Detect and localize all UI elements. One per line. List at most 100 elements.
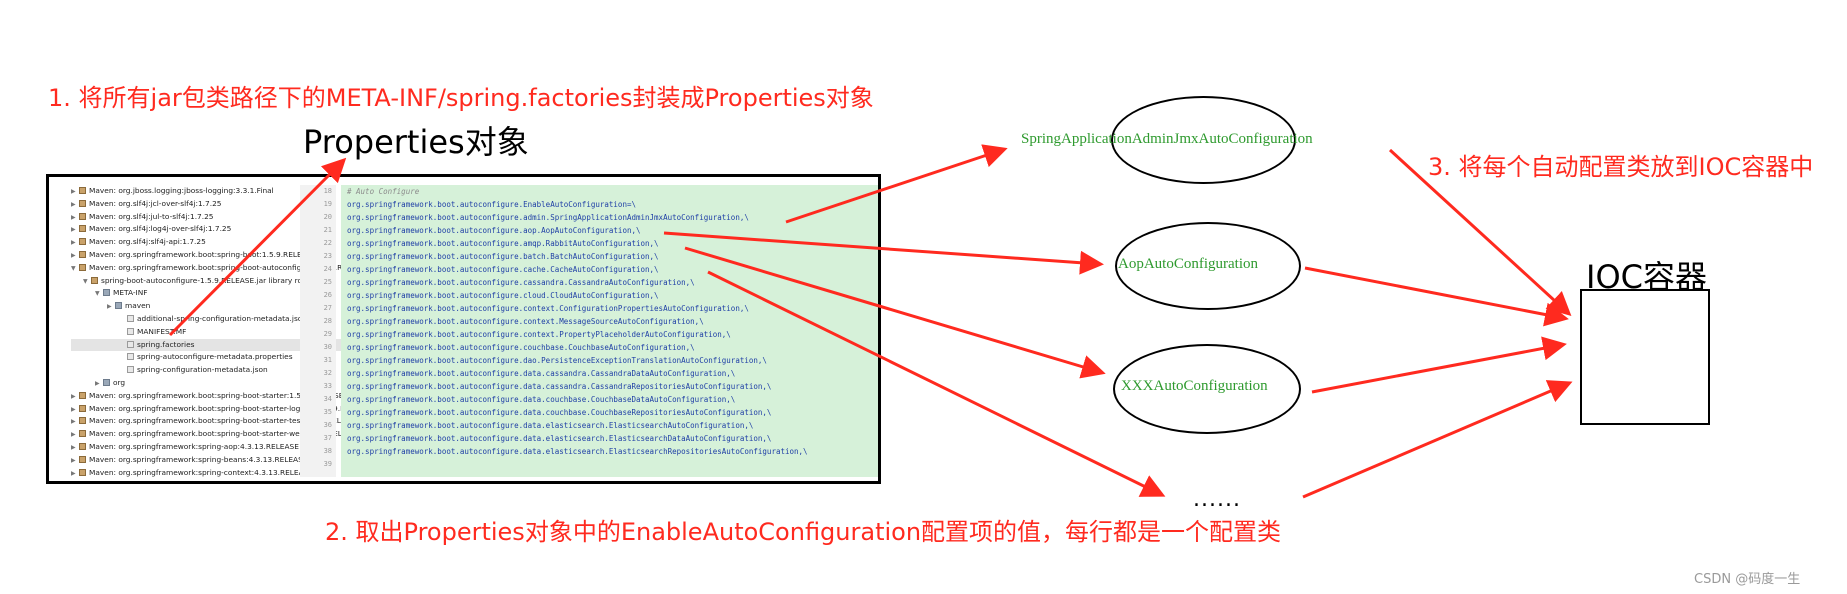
collapsed-arrow-icon[interactable]: ▶ <box>71 418 76 426</box>
xxx-config-label: XXXAutoConfiguration <box>1121 378 1268 394</box>
arrow-xxx-to-ioc <box>1311 336 1567 394</box>
expanded-arrow-icon[interactable]: ▼ <box>83 277 88 285</box>
tree-item[interactable]: ▶Maven: org.springframework:spring-conte… <box>71 467 345 477</box>
file-icon <box>127 340 134 348</box>
tree-item[interactable]: ▶ Maven: org.slf4j:log4j-over-slf4j:1.7.2… <box>71 223 345 236</box>
tree-item-label: additional-spring-configuration-metadata… <box>137 313 308 323</box>
expanded-arrow-icon[interactable]: ▼ <box>71 264 76 272</box>
code-line: org.springframework.boot.autoconfigure.d… <box>347 369 736 378</box>
code-line: org.springframework.boot.autoconfigure.c… <box>347 265 659 274</box>
tree-item[interactable]: ▼ spring-boot-autoconfigure-1.5.9.RELEASE… <box>71 275 345 288</box>
collapsed-arrow-icon[interactable]: ▶ <box>95 379 100 387</box>
collapsed-arrow-icon[interactable]: ▶ <box>71 456 76 464</box>
tree-item[interactable]: ▶ Maven: org.springframework.boot:spring-… <box>71 415 345 428</box>
tree-item[interactable]: ▶Maven: org.springframework.boot:spring-… <box>71 249 345 262</box>
step1-annotation: 1. 将所有jar包类路径下的META-INF/spring.factories… <box>48 84 874 112</box>
line-number: 35 <box>323 408 332 416</box>
tree-item[interactable]: MANIFEST.MF <box>71 326 345 339</box>
tree-item[interactable]: ▶ Maven: org.slf4j:jul-to-slf4j:1.7.25 <box>71 211 345 224</box>
arrow-aop-line-to-ellipse <box>663 231 1104 275</box>
code-line: org.springframework.boot.autoconfigure.c… <box>347 304 749 313</box>
tree-item-label: Maven: org.slf4j:jul-to-slf4j:1.7.25 <box>89 211 214 221</box>
tree-item[interactable]: ▶ org <box>71 377 345 390</box>
collapsed-arrow-icon[interactable]: ▶ <box>71 226 76 234</box>
code-line: org.springframework.boot.autoconfigure.c… <box>347 278 695 287</box>
tree-item[interactable]: ▶ maven <box>71 300 345 313</box>
arrow-batch-line-to-more <box>707 270 1166 497</box>
jar-icon <box>79 212 86 220</box>
code-line: org.springframework.boot.autoconfigure.E… <box>347 200 636 209</box>
tree-item[interactable]: spring.factories <box>71 338 345 352</box>
code-line: org.springframework.boot.autoconfigure.d… <box>347 447 808 456</box>
line-number: 33 <box>323 382 332 390</box>
tree-item-label: Maven: org.springframework.boot:spring-b… <box>89 416 345 426</box>
collapsed-arrow-icon[interactable]: ▶ <box>71 405 76 413</box>
properties-title: Properties对象 <box>303 123 529 161</box>
collapsed-arrow-icon[interactable]: ▶ <box>71 188 76 195</box>
collapsed-arrow-icon[interactable]: ▶ <box>71 469 76 477</box>
tree-item[interactable]: ▶Maven: org.jboss.logging:jboss-logging:… <box>71 185 345 198</box>
spring-factories-editor: # Auto Configure org.springframework.boot… <box>341 185 878 477</box>
collapsed-arrow-icon[interactable]: ▶ <box>71 251 76 259</box>
code-line: org.springframework.boot.autoconfigure.a… <box>347 226 641 235</box>
tree-item[interactable]: ▶Maven: org.springframework:spring-aop:4… <box>71 441 345 454</box>
code-line: org.springframework.boot.autoconfigure.a… <box>347 213 749 222</box>
ide-screenshot-frame: ▶Maven: org.jboss.logging:jboss-logging:… <box>46 174 881 484</box>
tree-item[interactable]: ▼Maven: org.springframework.boot:spring-… <box>71 262 345 275</box>
collapsed-arrow-icon[interactable]: ▶ <box>107 303 112 311</box>
collapsed-arrow-icon[interactable]: ▶ <box>71 200 76 208</box>
collapsed-arrow-icon[interactable]: ▶ <box>71 392 76 400</box>
tree-item-label: spring-boot-autoconfigure-1.5.9.RELEASE.… <box>101 275 310 285</box>
arrow-spring-factories-to-properties <box>168 157 347 337</box>
collapsed-arrow-icon[interactable]: ▶ <box>71 239 76 247</box>
line-number: 21 <box>323 226 332 234</box>
tree-item-label: org <box>113 377 126 387</box>
code-line: # Auto Configure <box>347 187 420 196</box>
tree-item[interactable]: ▶ Maven: org.slf4j:jcl-over-slf4j:1.7.25 <box>71 198 345 211</box>
tree-item-label: META-INF <box>113 288 148 298</box>
collapsed-arrow-icon[interactable]: ▶ <box>71 443 76 451</box>
tree-item[interactable]: ▶ Maven: org.springframework.boot:spring-… <box>71 428 345 441</box>
tree-item[interactable]: ▼ META-INF <box>71 287 345 300</box>
csdn-watermark: CSDN @码度一生 <box>1694 572 1801 587</box>
tree-item-label: Maven: org.slf4j:log4j-over-slf4j:1.7.25 <box>89 224 232 234</box>
expanded-arrow-icon[interactable]: ▼ <box>95 290 100 298</box>
tree-item[interactable]: ▶Maven: org.slf4j:slf4j-api:1.7.25 <box>71 236 345 249</box>
step2-annotation: 2. 取出Properties对象中的EnableAutoConfigurati… <box>325 518 1282 546</box>
line-number: 30 <box>323 343 332 351</box>
collapsed-arrow-icon[interactable]: ▶ <box>71 431 76 439</box>
tree-item-label: Maven: org.springframework.boot:spring-b… <box>89 403 345 413</box>
line-number: 29 <box>323 330 332 338</box>
arrow-cache-line-to-xxx-ellipse <box>684 246 1106 379</box>
tree-item[interactable]: spring-configuration-metadata.json <box>71 364 345 377</box>
tree-item[interactable]: ▶ Maven: org.springframework.boot:spring-… <box>71 390 345 403</box>
line-number: 24 <box>323 265 332 273</box>
line-number: 20 <box>323 213 332 221</box>
tree-item[interactable]: additional-spring-configuration-metadata… <box>71 313 345 326</box>
code-line: org.springframework.boot.autoconfigure.a… <box>347 239 659 248</box>
code-line: org.springframework.boot.autoconfigure.d… <box>347 421 754 430</box>
file-icon <box>127 366 134 374</box>
xxx-config-ellipse <box>1113 344 1301 434</box>
file-icon <box>127 353 134 361</box>
jar-icon <box>79 404 86 412</box>
jar-icon <box>79 468 86 476</box>
tree-item-label: Maven: org.springframework.boot:spring-b… <box>89 390 344 400</box>
folder-icon <box>103 378 110 386</box>
tree-item[interactable]: ▶ Maven: org.springframework.boot:spring-… <box>71 403 345 416</box>
tree-item[interactable]: spring-autoconfigure-metadata.properties <box>71 351 345 364</box>
line-number: 22 <box>323 239 332 247</box>
tree-item-label: Maven: org.springframework.boot:spring-b… <box>89 429 345 439</box>
collapsed-arrow-icon[interactable]: ▶ <box>71 213 76 221</box>
ioc-container-box <box>1580 289 1710 425</box>
aop-config-ellipse <box>1115 222 1301 310</box>
tree-item[interactable]: ▶Maven: org.springframework:spring-beans… <box>71 454 345 467</box>
code-line: org.springframework.boot.autoconfigure.c… <box>347 343 695 352</box>
folder-icon <box>103 289 110 297</box>
tree-item-label: Maven: org.slf4j:jcl-over-slf4j:1.7.25 <box>89 198 222 208</box>
arrow-more-to-ioc <box>1302 380 1573 499</box>
admin-jmx-config-label: SpringApplicationAdminJmxAutoConfigurati… <box>1021 131 1313 147</box>
line-number: 28 <box>323 317 332 325</box>
tree-item-label: maven <box>125 301 151 311</box>
jar-icon <box>79 391 86 399</box>
